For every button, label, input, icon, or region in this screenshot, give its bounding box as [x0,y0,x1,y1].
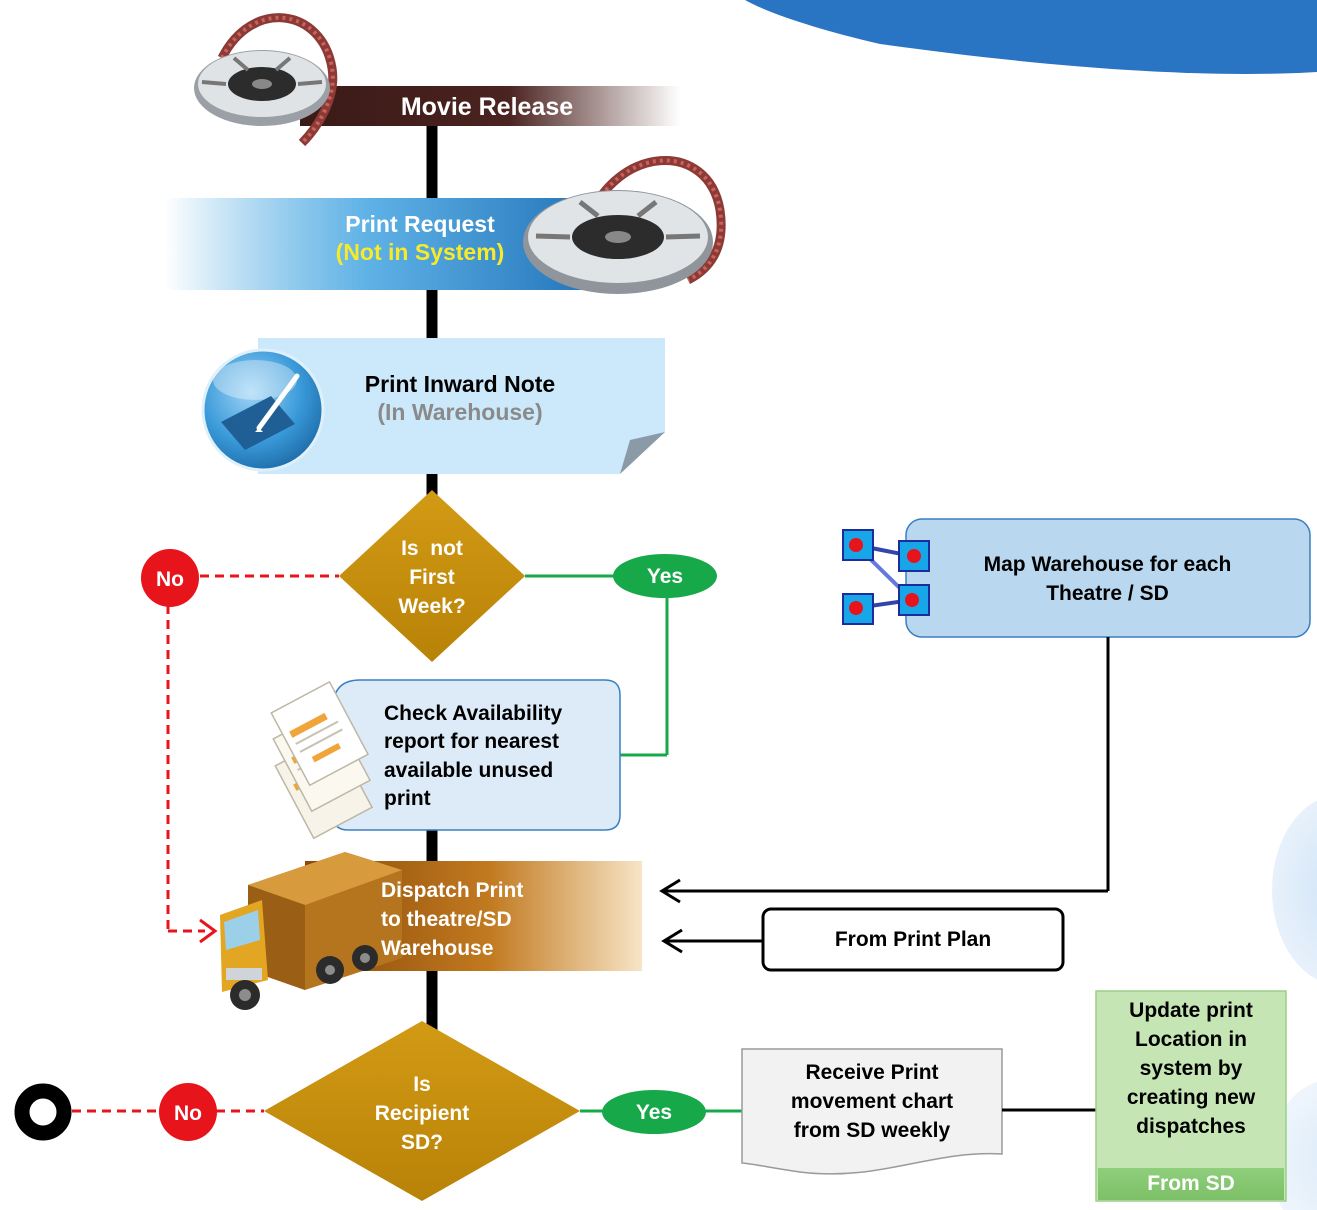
decision-recipient-line3: SD? [401,1130,443,1154]
print-inward-note-shape [258,338,665,474]
receive-chart-shape [741,1048,1003,1175]
receive-chart-label: Receive Print movement chart from SD wee… [747,1059,997,1146]
film-reel-icon-request [523,156,726,294]
update-location-line1: Update print [1129,999,1253,1022]
from-print-plan-label: From Print Plan [834,928,992,951]
film-reel-icon [194,13,338,147]
network-nodes-icon [842,529,930,625]
movie-release-bar [300,86,680,126]
update-location-box [1095,990,1287,1202]
check-availability-line4: print [384,787,431,811]
update-location-label: Update print Location in system by creat… [1098,997,1284,1142]
terminator-circle-icon [14,1083,72,1141]
map-warehouse-label: Map Warehouse for each Theatre / SD [930,551,1285,609]
decision-first-week-line3: Week? [398,594,466,618]
yes-label-bottom: Yes [635,1101,673,1124]
no-label-bottom: No [174,1102,202,1125]
receive-chart-line1: Receive Print [805,1061,939,1084]
decision-first-week-line1: Is not [401,537,463,560]
update-location-footer [1098,1168,1284,1200]
decision-recipient-shape [264,1021,580,1201]
print-inward-label: Print Inward Note (In Warehouse) [330,371,590,426]
documents-icon [270,680,374,840]
side-bubble-decoration [1272,800,1317,980]
check-availability-line2: report for nearest [384,730,560,754]
print-inward-location: (In Warehouse) [377,398,543,425]
yes-badge-bottom [602,1090,706,1134]
decision-first-week-line2: First [409,565,455,589]
receive-chart-line3: from SD weekly [793,1118,951,1142]
update-location-line4: creating new [1126,1085,1256,1109]
print-plan-connector [661,928,763,954]
yes-badge-top [613,554,717,598]
decision-recipient-line2: Recipient [374,1101,470,1125]
no-badge-top [141,549,199,607]
decision-recipient-label: Is Recipient SD? [352,1071,492,1158]
dispatch-line1: Dispatch Print [381,879,524,902]
update-location-line3: system by [1139,1056,1243,1080]
decision-first-week-shape [339,490,525,662]
check-availability-line3: available unused [384,758,554,782]
check-availability-label: Check Availability report for nearest av… [384,700,614,813]
yes-label-top: Yes [646,565,684,588]
truck-icon [220,852,402,1010]
no-label-top: No [156,568,184,591]
receive-chart-line2: movement chart [790,1089,954,1113]
print-request-title: Print Request [345,211,495,237]
print-request-label: Print Request (Not in System) [290,211,550,266]
map-warehouse-line1: Map Warehouse for each [983,553,1232,576]
decision-recipient-line1: Is [413,1073,431,1096]
no-path-top [166,574,339,933]
movie-release-label: Movie Release [400,93,574,121]
update-location-line2: Location in [1135,1027,1247,1051]
decision-first-week-label: Is not First Week? [372,535,492,622]
no-badge-bottom [159,1083,217,1141]
map-warehouse-connector [659,637,1110,904]
check-availability-line1: Check Availability [384,702,563,725]
update-location-line5: dispatches [1136,1114,1246,1138]
dispatch-label: Dispatch Print to theatre/SD Warehouse [381,877,601,964]
print-request-status: (Not in System) [335,238,505,265]
dispatch-line2: to theatre/SD [381,907,512,931]
no-arrowhead [199,918,218,944]
dispatch-line3: Warehouse [381,936,494,960]
update-location-footer-label: From SD [1147,1172,1235,1195]
map-warehouse-line2: Theatre / SD [1046,581,1169,605]
header-wave-decoration [745,0,1317,74]
yes-path-top [525,574,669,757]
note-fold [620,432,665,474]
print-inward-title: Print Inward Note [364,371,556,397]
pen-paper-icon [201,348,325,472]
